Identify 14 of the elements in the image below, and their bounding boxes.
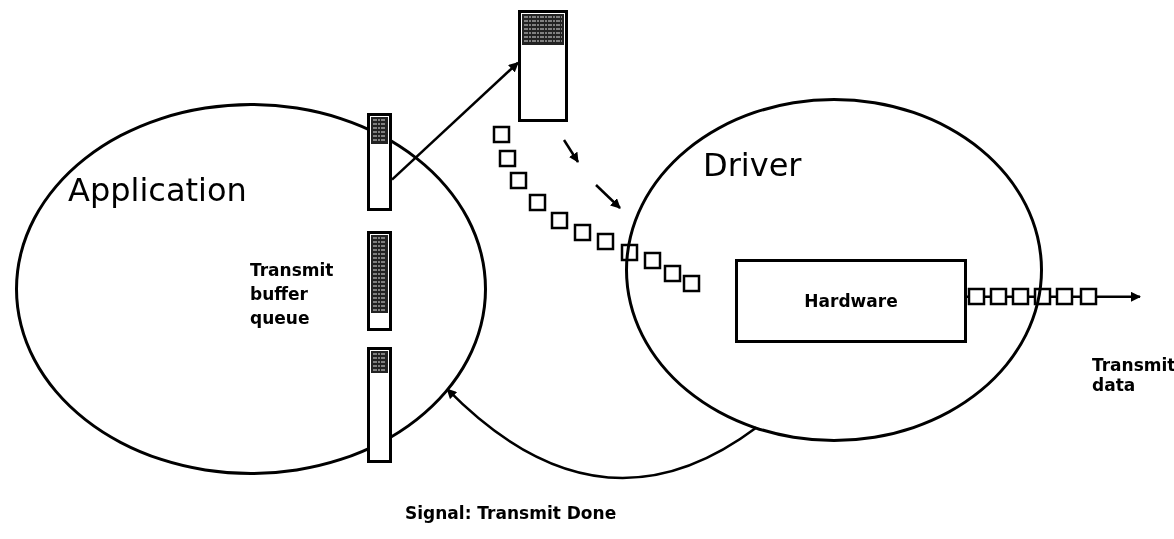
arrow bbox=[446, 388, 758, 480]
box-label: Hardware bbox=[804, 291, 898, 311]
ellipse bbox=[15, 103, 487, 475]
arrow bbox=[391, 61, 519, 181]
edge-label: Signal: Transmit Done bbox=[405, 503, 617, 523]
buffer-box bbox=[367, 347, 392, 463]
buffer-box bbox=[367, 113, 392, 211]
text-label: Transmit buffer queue bbox=[250, 259, 335, 330]
group-title: Application bbox=[68, 171, 247, 209]
group-title: Driver bbox=[703, 146, 802, 184]
ellipse bbox=[625, 98, 1043, 442]
buffer-box bbox=[518, 10, 568, 122]
buffer-box bbox=[367, 231, 392, 331]
process-box bbox=[735, 259, 967, 343]
